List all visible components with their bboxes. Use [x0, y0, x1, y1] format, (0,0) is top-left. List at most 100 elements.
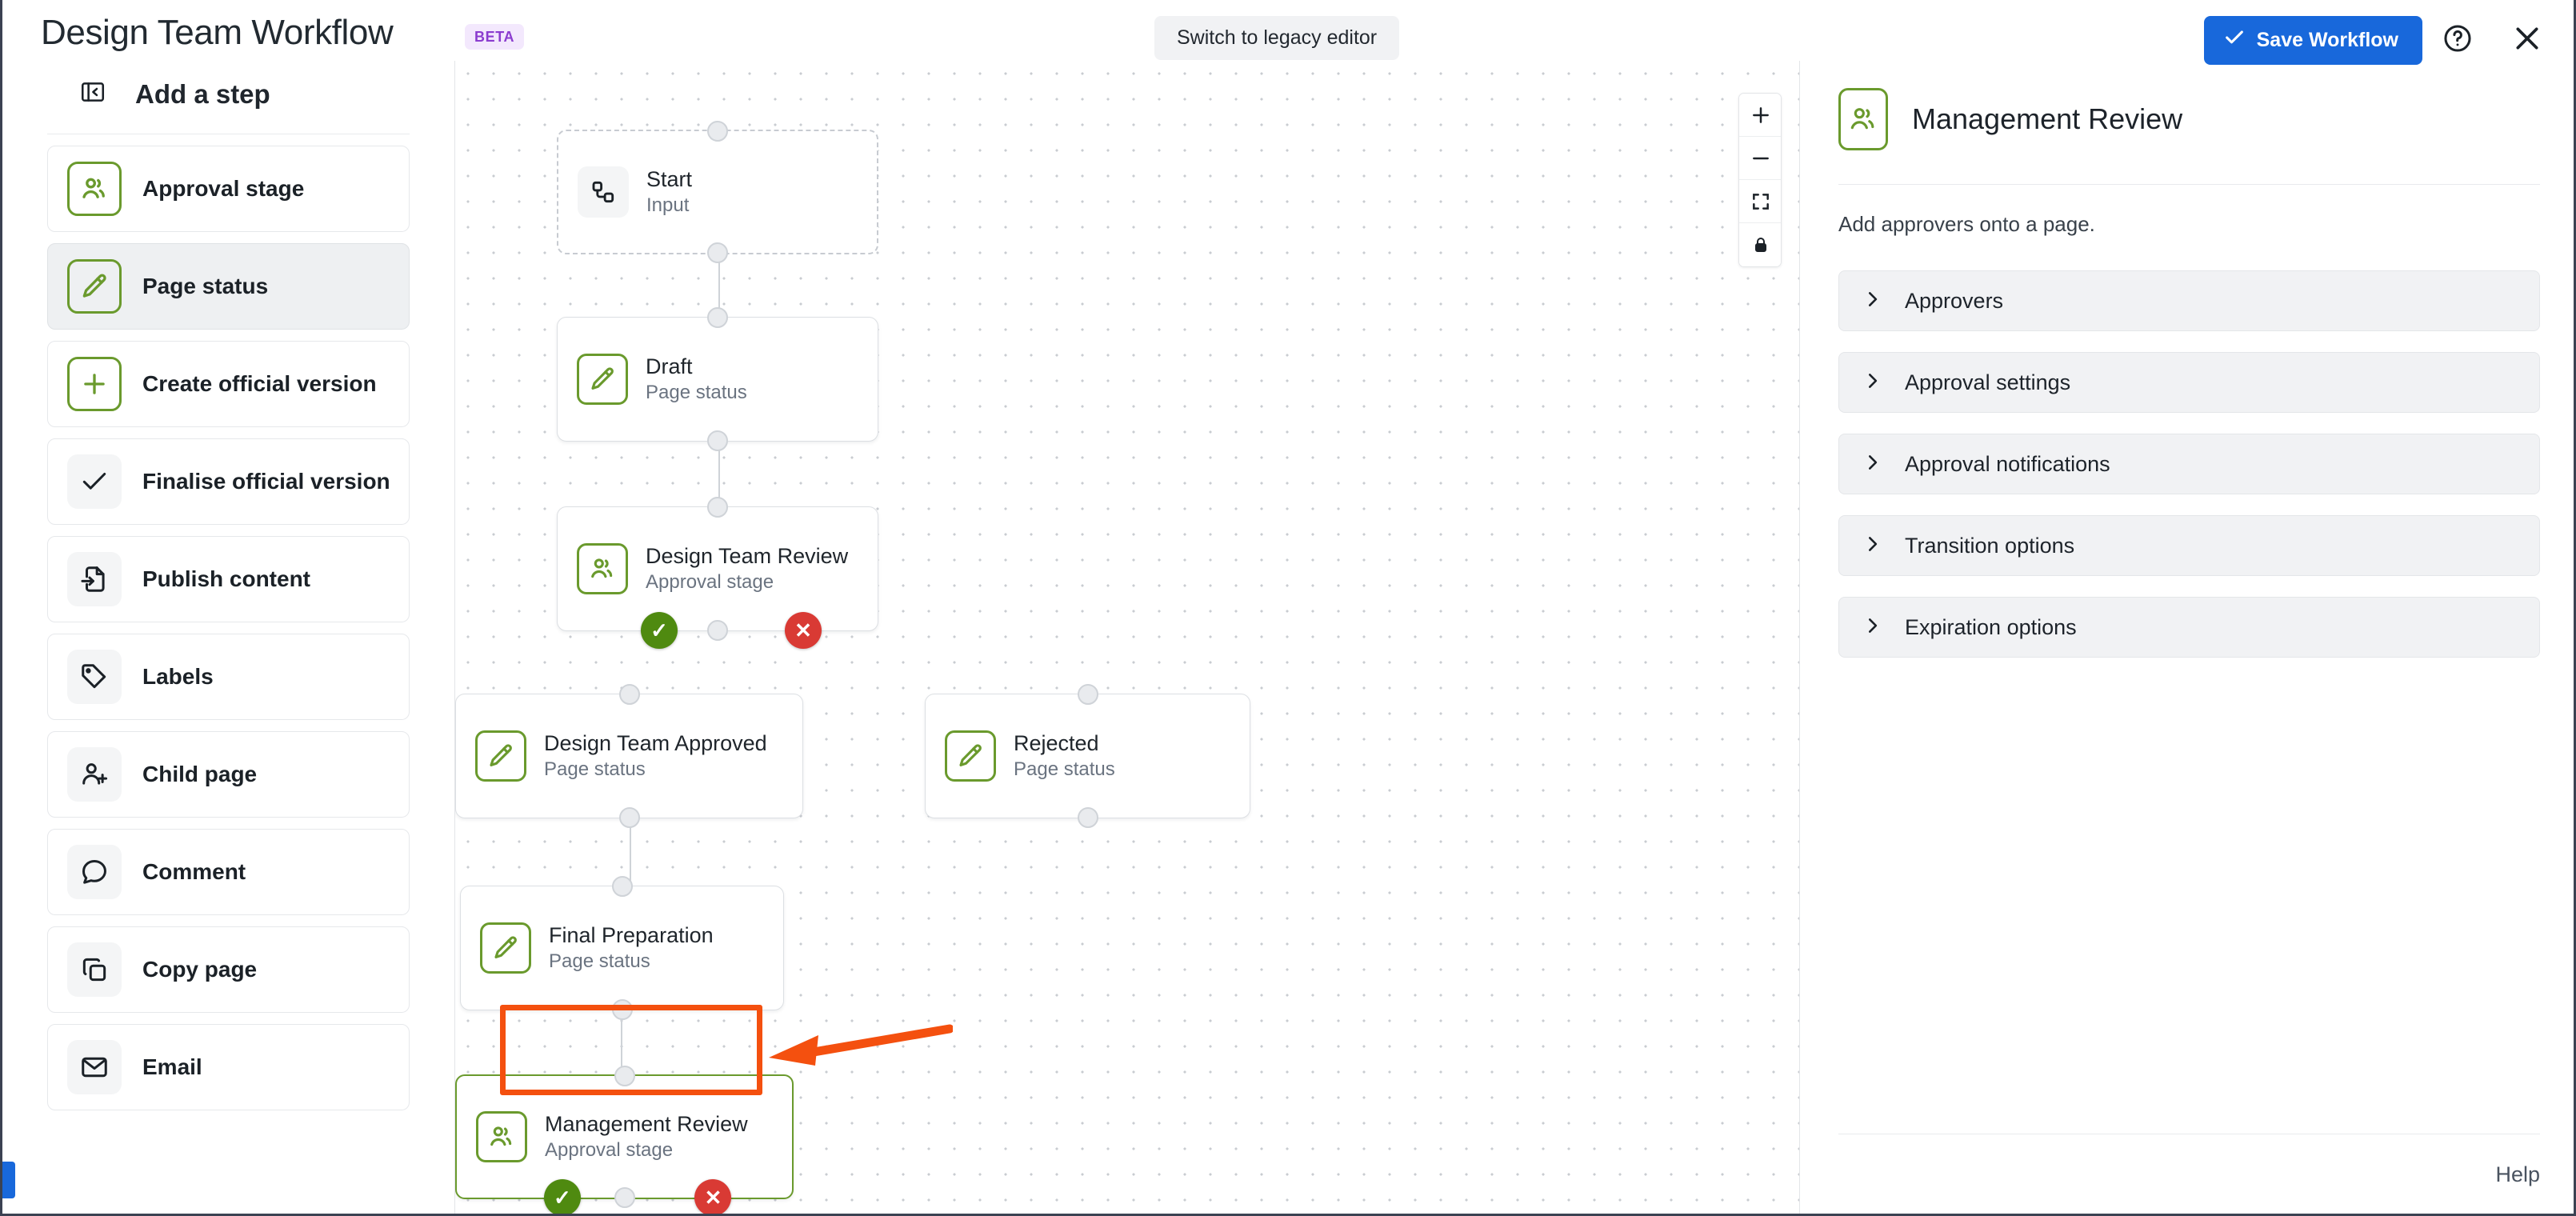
chevron-right-icon [1862, 615, 1882, 640]
chevron-right-icon [1862, 534, 1882, 558]
canvas-zoom-controls [1738, 93, 1782, 267]
save-workflow-label: Save Workflow [2256, 29, 2398, 51]
person-plus-icon [67, 747, 122, 802]
sidebar-header: Add a step [2, 61, 454, 127]
comment-bubble-icon [67, 845, 122, 899]
panel-header: Management Review [1838, 61, 2540, 150]
save-workflow-button[interactable]: Save Workflow [2203, 16, 2422, 65]
check-icon [67, 454, 122, 509]
connector-edge [718, 254, 720, 317]
sidebar-item-label: Approval stage [142, 176, 305, 201]
panel-collapse-icon[interactable] [79, 78, 106, 110]
chevron-right-icon [1862, 289, 1882, 314]
section-approval-notifications[interactable]: Approval notifications [1838, 434, 2540, 494]
lock-icon[interactable] [1739, 223, 1781, 266]
node-handle-top[interactable] [618, 684, 640, 705]
sidebar-item-copy-page[interactable]: Copy page [47, 926, 410, 1013]
node-handle-bottom[interactable] [707, 242, 728, 263]
section-label: Expiration options [1905, 614, 2077, 639]
sidebar-item-label: Copy page [142, 957, 258, 982]
zoom-out-icon[interactable] [1739, 137, 1781, 180]
tag-icon [67, 650, 122, 704]
close-icon[interactable] [2506, 18, 2548, 59]
app-header: Design Team Workflow BETA Switch to lega… [2, 0, 2574, 65]
node-handle-bottom[interactable] [707, 430, 728, 451]
node-subtitle: Input [646, 194, 690, 217]
section-transition-options[interactable]: Transition options [1838, 515, 2540, 576]
node-title: Final Preparation [549, 922, 714, 947]
panel-title: Management Review [1912, 102, 2183, 135]
sidebar-item-finalise-official-version[interactable]: Finalise official version [47, 438, 410, 525]
sidebar-item-publish-content[interactable]: Publish content [47, 536, 410, 622]
sidebar-item-label: Child page [142, 762, 258, 786]
zoom-in-icon[interactable] [1739, 94, 1781, 137]
node-handle-bottom[interactable] [618, 807, 640, 828]
copy-icon [67, 942, 122, 997]
node-handle-top[interactable] [611, 876, 633, 897]
check-icon [2223, 26, 2246, 54]
sidebar-item-approval-stage[interactable]: Approval stage [47, 146, 410, 232]
node-handle-bottom[interactable] [614, 1187, 635, 1208]
node-badge-approve[interactable]: ✓ [641, 612, 678, 649]
section-label: Transition options [1905, 533, 2075, 558]
node-handle-top[interactable] [707, 497, 728, 518]
envelope-icon [67, 1040, 122, 1094]
node-handle-bottom[interactable] [1077, 807, 1098, 828]
node-subtitle: Approval stage [646, 571, 774, 594]
page-title: Design Team Workflow [41, 13, 394, 52]
sidebar-item-create-official-version[interactable]: Create official version [47, 341, 410, 427]
pencil-icon [945, 730, 996, 782]
connector-edge [621, 1010, 622, 1074]
chevron-right-icon [1862, 452, 1882, 477]
annotation-arrow [769, 1024, 953, 1066]
switch-to-legacy-editor-button[interactable]: Switch to legacy editor [1154, 16, 1400, 60]
approvers-icon [67, 162, 122, 216]
connector-edge [630, 818, 631, 886]
pencil-icon [67, 259, 122, 314]
fit-view-icon[interactable] [1739, 180, 1781, 223]
approvers-icon [577, 543, 628, 594]
node-handle-bottom[interactable] [611, 999, 633, 1020]
panel-description: Add approvers onto a page. [1838, 212, 2095, 236]
pencil-icon [475, 730, 526, 782]
section-label: Approval notifications [1905, 451, 2110, 476]
node-badge-reject[interactable]: ✕ [785, 612, 822, 649]
sidebar-item-child-page[interactable]: Child page [47, 731, 410, 818]
sidebar-item-comment[interactable]: Comment [47, 829, 410, 915]
sidebar-item-label: Comment [142, 859, 246, 884]
section-approval-settings[interactable]: Approval settings [1838, 352, 2540, 413]
section-label: Approvers [1905, 288, 2004, 313]
section-expiration-options[interactable]: Expiration options [1838, 597, 2540, 658]
section-approvers[interactable]: Approvers [1838, 270, 2540, 331]
sidebar-item-labels[interactable]: Labels [47, 634, 410, 720]
node-handle-top[interactable] [707, 307, 728, 328]
node-handle-top[interactable] [614, 1066, 635, 1086]
chevron-right-icon [1862, 370, 1882, 395]
node-handle-top[interactable] [707, 121, 728, 142]
sidebar-item-page-status[interactable]: Page status [47, 243, 410, 330]
pencil-icon [480, 922, 531, 974]
node-handle-top[interactable] [1077, 684, 1098, 705]
node-title: Management Review [545, 1111, 748, 1136]
node-badge-approve[interactable]: ✓ [543, 1179, 581, 1214]
node-handle-bottom[interactable] [707, 620, 728, 641]
help-circle-icon[interactable] [2437, 18, 2478, 59]
beta-badge: BETA [465, 24, 525, 50]
sidebar-item-label: Finalise official version [142, 469, 390, 494]
sidebar-item-email[interactable]: Email [47, 1024, 410, 1110]
node-badge-reject[interactable]: ✕ [694, 1179, 732, 1214]
help-link[interactable]: Help [2495, 1162, 2540, 1186]
pencil-icon [577, 354, 628, 405]
